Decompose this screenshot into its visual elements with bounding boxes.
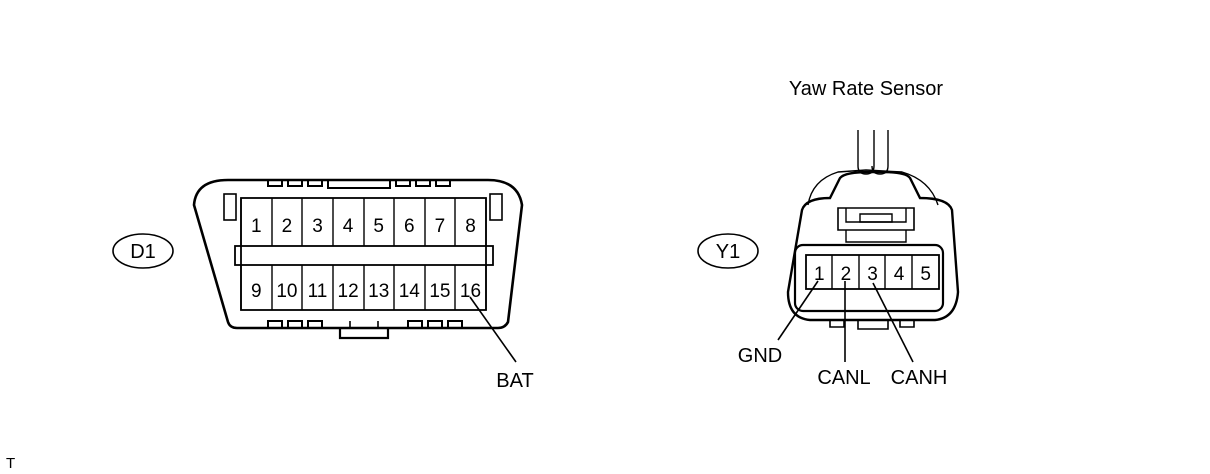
d1-pin-16: 16 bbox=[460, 281, 481, 302]
y1-pin-1: 1 bbox=[814, 264, 825, 285]
y1-title: Yaw Rate Sensor bbox=[789, 78, 943, 100]
d1-pin-15: 15 bbox=[429, 281, 450, 302]
y1-id-bubble bbox=[697, 233, 759, 269]
y1-latch bbox=[837, 207, 915, 243]
y1-boot bbox=[807, 169, 939, 206]
d1-id-bubble bbox=[112, 233, 174, 269]
d1-left-tab bbox=[223, 193, 237, 221]
y1-bottom-tabs bbox=[829, 320, 915, 330]
d1-pin-1: 1 bbox=[251, 216, 262, 237]
d1-center-rib bbox=[234, 245, 494, 266]
y1-pin-5: 5 bbox=[920, 264, 931, 285]
d1-id-label: D1 bbox=[130, 241, 156, 263]
d1-body bbox=[192, 178, 524, 330]
y1-pin-2: 2 bbox=[841, 264, 852, 285]
d1-pin-11: 11 bbox=[308, 281, 328, 302]
y1-canh-label: CANH bbox=[891, 367, 948, 389]
y1-gnd-leader bbox=[777, 280, 819, 341]
y1-inner-bezel bbox=[793, 243, 945, 313]
d1-pin-12: 12 bbox=[338, 281, 359, 302]
y1-pin-4: 4 bbox=[894, 264, 905, 285]
d1-pin-8: 8 bbox=[465, 216, 476, 237]
y1-canh-leader bbox=[872, 282, 914, 363]
d1-pin-9: 9 bbox=[251, 281, 262, 302]
y1-id-label: Y1 bbox=[716, 241, 740, 263]
d1-pin-4: 4 bbox=[343, 216, 354, 237]
y1-canl-label: CANL bbox=[817, 367, 870, 389]
d1-pin-5: 5 bbox=[373, 216, 384, 237]
d1-pin-2: 2 bbox=[282, 216, 293, 237]
y1-cavity-frame bbox=[805, 254, 940, 290]
d1-bottom-pin-labels: 9 10 11 12 13 14 15 16 bbox=[251, 281, 481, 302]
d1-pin-3: 3 bbox=[312, 216, 323, 237]
d1-bat-label: BAT bbox=[496, 370, 533, 392]
d1-pin-10: 10 bbox=[276, 281, 297, 302]
corner-mark: T bbox=[6, 455, 15, 472]
d1-pin-7: 7 bbox=[435, 216, 446, 237]
d1-pin-13: 13 bbox=[368, 281, 389, 302]
y1-pin-3: 3 bbox=[867, 264, 878, 285]
y1-housing bbox=[786, 170, 960, 322]
d1-bottom-teeth bbox=[267, 320, 463, 340]
d1-pin-6: 6 bbox=[404, 216, 415, 237]
d1-right-tab bbox=[489, 193, 503, 221]
y1-gnd-label: GND bbox=[738, 345, 782, 367]
d1-bat-leader bbox=[469, 296, 517, 363]
y1-wires bbox=[857, 130, 889, 175]
d1-pin-14: 14 bbox=[399, 281, 421, 302]
d1-top-teeth bbox=[267, 180, 451, 189]
